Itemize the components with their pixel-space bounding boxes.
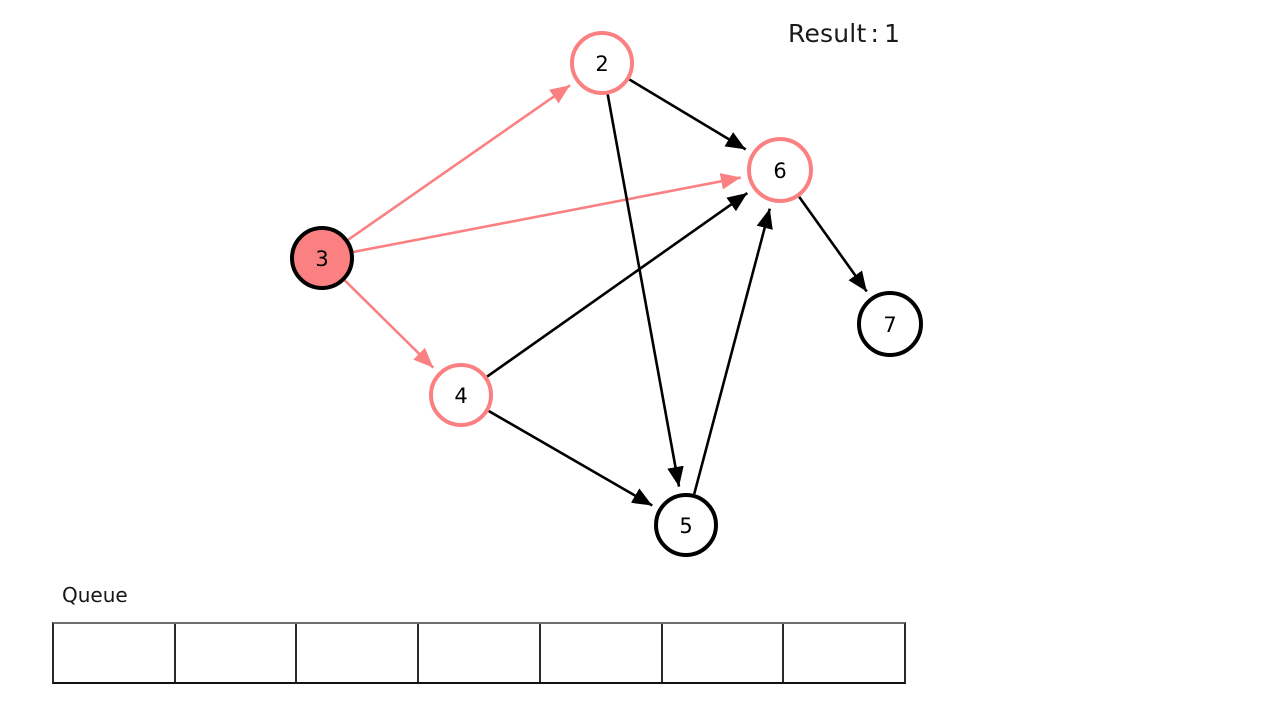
graph-node-7[interactable]: 7	[857, 291, 923, 357]
graph-edge-3-6	[353, 173, 741, 254]
node-circle-6	[747, 137, 813, 203]
queue-track[interactable]	[52, 622, 906, 684]
queue-cell[interactable]	[419, 624, 541, 682]
node-label-7: 7	[883, 313, 896, 337]
graph-edge-4-5	[488, 409, 653, 507]
graph-canvas: 2 3 4 5 6 7	[290, 31, 923, 557]
node-label-3: 3	[315, 247, 328, 271]
graph-edge-4-6	[486, 191, 749, 378]
queue-cell[interactable]	[54, 624, 176, 682]
result-value: 1	[884, 19, 901, 48]
graph-edge-2-5	[606, 94, 684, 487]
node-circle-4	[429, 363, 493, 427]
node-label-2: 2	[595, 52, 608, 76]
node-circle-7	[857, 291, 923, 357]
graph-edge-3-2	[347, 84, 571, 241]
queue-cell[interactable]	[297, 624, 420, 682]
queue-cell[interactable]	[784, 624, 905, 682]
graph-edge-2-6	[628, 78, 747, 151]
node-label-6: 6	[773, 159, 786, 183]
queue-panel: Queue	[52, 585, 912, 684]
graph-node-3[interactable]: 3	[290, 226, 354, 290]
node-label-5: 5	[679, 514, 692, 538]
graph-edge-5-6	[692, 208, 773, 495]
graph-node-2[interactable]: 2	[570, 31, 634, 95]
result-readout: Result:1	[788, 21, 900, 46]
graph-node-6[interactable]: 6	[747, 137, 813, 203]
queue-cell[interactable]	[662, 624, 785, 682]
node-circle-3	[290, 226, 354, 290]
result-label: Result	[788, 19, 867, 48]
queue-cell[interactable]	[175, 624, 298, 682]
result-separator: :	[870, 19, 880, 48]
queue-cell[interactable]	[540, 624, 663, 682]
node-circle-5	[654, 493, 718, 557]
node-circle-2	[570, 31, 634, 95]
graph-edge-6-7	[798, 196, 868, 293]
graph-node-5[interactable]: 5	[654, 493, 718, 557]
node-layer: 2 3 4 5 6 7	[290, 31, 923, 557]
edge-layer	[343, 78, 868, 507]
graph-node-4[interactable]: 4	[429, 363, 493, 427]
graph-edge-3-4	[343, 279, 435, 369]
queue-title: Queue	[62, 583, 128, 607]
node-label-4: 4	[454, 384, 467, 408]
